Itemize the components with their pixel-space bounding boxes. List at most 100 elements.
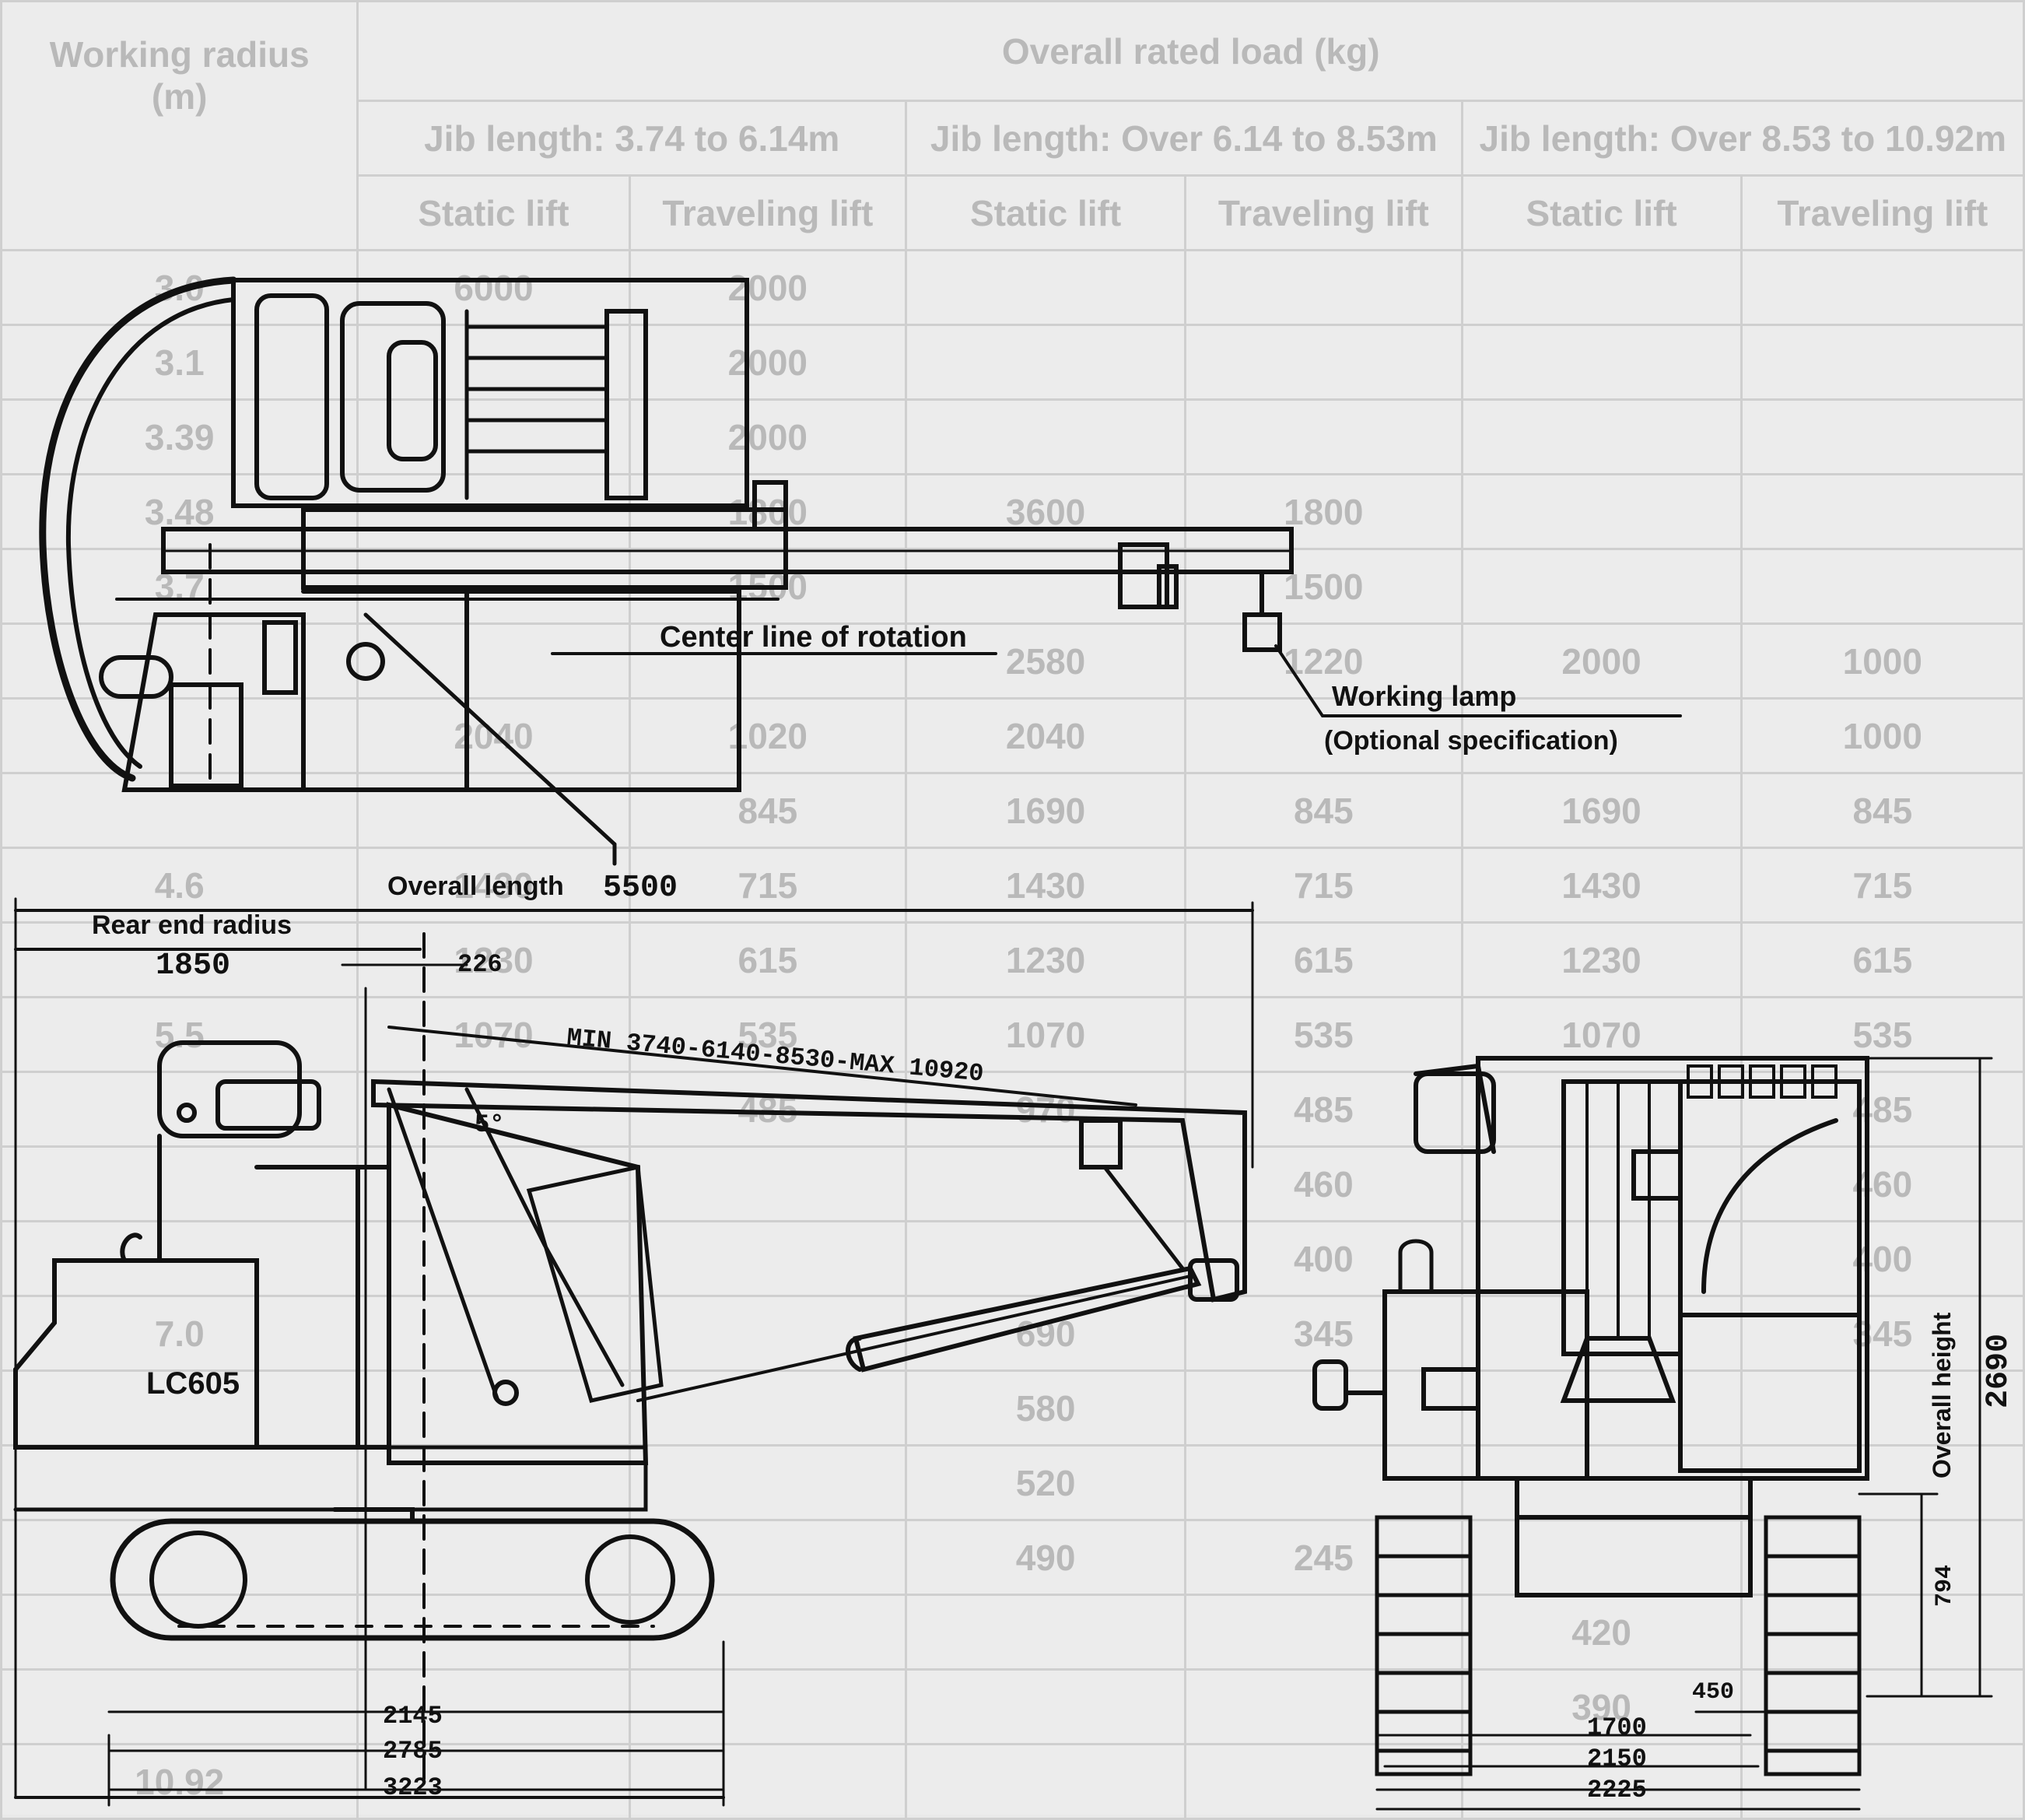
- table-cell: [0, 1369, 359, 1447]
- table-cell: [628, 1145, 908, 1222]
- table-cell: [905, 324, 1187, 401]
- table-cell: 845: [628, 772, 908, 849]
- dim-226: 226: [457, 950, 503, 979]
- side-view: [13, 897, 1254, 1807]
- table-cell: 1000: [1739, 622, 2025, 700]
- overall-length-value: 5500: [603, 871, 678, 906]
- table-cell: 845: [1739, 772, 2025, 849]
- table-cell: [1739, 1444, 2025, 1521]
- table-cell: 10.92: [0, 1743, 359, 1820]
- table-cell: [356, 1145, 631, 1222]
- header-lift-type: Static lift: [905, 174, 1187, 251]
- table-cell: [1739, 398, 2025, 475]
- table-cell: 6000: [356, 249, 631, 326]
- table-cell: [1184, 1444, 1463, 1521]
- table-cell: 520: [905, 1444, 1187, 1521]
- top-view: [39, 276, 1682, 866]
- table-cell: 2000: [628, 324, 908, 401]
- model-label: LC605: [146, 1366, 240, 1401]
- header-lift-type: Traveling lift: [1184, 174, 1463, 251]
- table-cell: 420: [1460, 1594, 1743, 1671]
- table-header-row: Working radius (m)Overall rated load (kg…: [0, 0, 2025, 251]
- table-cell: 400: [1739, 1220, 2025, 1297]
- table-cell: 715: [1739, 847, 2025, 924]
- table-cell: 615: [1184, 921, 1463, 998]
- table-cell: [1739, 1594, 2025, 1671]
- header-jib-group: Jib length: Over 8.53 to 10.92m: [1460, 100, 2025, 177]
- dim-1700: 1700: [1587, 1713, 1647, 1742]
- dim-2785: 2785: [383, 1737, 443, 1766]
- table-group-row: Jib length: 3.74 to 6.14m Jib length: Ove…: [2, 100, 2025, 177]
- table-cell: [1184, 324, 1463, 401]
- table-cell: [905, 1220, 1187, 1297]
- table-cell: 490: [905, 1519, 1187, 1596]
- table-cell: [1460, 548, 1743, 625]
- table-cell: 460: [1739, 1145, 2025, 1222]
- table-row: 10.92: [0, 1743, 2025, 1820]
- working-lamp-label: Working lamp: [1332, 680, 1517, 712]
- table-cell: [356, 1668, 631, 1745]
- table-cell: 1430: [1460, 847, 1743, 924]
- header-lift-type: Traveling lift: [628, 174, 908, 251]
- table-cell: [905, 249, 1187, 326]
- table-cell: [356, 1295, 631, 1372]
- table-cell: [628, 1369, 908, 1447]
- table-cell: [0, 921, 359, 998]
- table-cell: 1230: [356, 921, 631, 998]
- table-cell: 345: [1184, 1295, 1463, 1372]
- table-cell: 535: [628, 996, 908, 1073]
- table-cell: [628, 1444, 908, 1521]
- jib-angle-label: 5°: [475, 1110, 505, 1139]
- header-jib-group: Jib length: 3.74 to 6.14m: [356, 100, 908, 177]
- table-cell: [356, 398, 631, 475]
- table-cell: 1230: [905, 921, 1187, 998]
- table-cell: [0, 697, 359, 774]
- table-cell: [1184, 1743, 1463, 1820]
- table-row: 520: [0, 1444, 2025, 1521]
- table-cell: [1184, 1668, 1463, 1745]
- dim-2145: 2145: [383, 1702, 443, 1731]
- table-row: 580: [0, 1369, 2025, 1447]
- table-cell: 1800: [1184, 473, 1463, 550]
- table-cell: 3.1: [0, 324, 359, 401]
- overall-height-value: 2690: [1981, 1333, 2016, 1408]
- table-cell: [1460, 249, 1743, 326]
- table-cell: [356, 1519, 631, 1596]
- table-cell: [1184, 249, 1463, 326]
- table-cell: [1739, 473, 2025, 550]
- table-cell: [1460, 1369, 1743, 1447]
- table-cell: [1460, 1444, 1743, 1521]
- table-cell: [628, 1220, 908, 1297]
- table-cell: [1460, 1295, 1743, 1372]
- table-cell: 1500: [1184, 548, 1463, 625]
- table-cell: [905, 1594, 1187, 1671]
- table-cell: [356, 1220, 631, 1297]
- table-cell: [1460, 1519, 1743, 1596]
- table-cell: 615: [1739, 921, 2025, 998]
- table-cell: [356, 1594, 631, 1671]
- table-cell: [0, 1145, 359, 1222]
- table-cell: 1690: [1460, 772, 1743, 849]
- table-cell: 1070: [905, 996, 1187, 1073]
- table-cell: [1460, 1220, 1743, 1297]
- header-overall-load: Overall rated load (kg): [356, 0, 2025, 102]
- table-cell: [356, 772, 631, 849]
- table-row: 390: [0, 1668, 2025, 1745]
- table-cell: 2000: [628, 398, 908, 475]
- table-cell: 3.7: [0, 548, 359, 625]
- table-cell: [0, 1594, 359, 1671]
- header-lift-type: Static lift: [356, 174, 631, 251]
- table-cell: 580: [905, 1369, 1187, 1447]
- table-cell: 400: [1184, 1220, 1463, 1297]
- rear-end-radius-value: 1850: [156, 949, 231, 984]
- table-cell: 7.0: [0, 1295, 359, 1372]
- front-view: [1312, 1056, 1993, 1811]
- table-cell: [905, 398, 1187, 475]
- table-cell: [1739, 548, 2025, 625]
